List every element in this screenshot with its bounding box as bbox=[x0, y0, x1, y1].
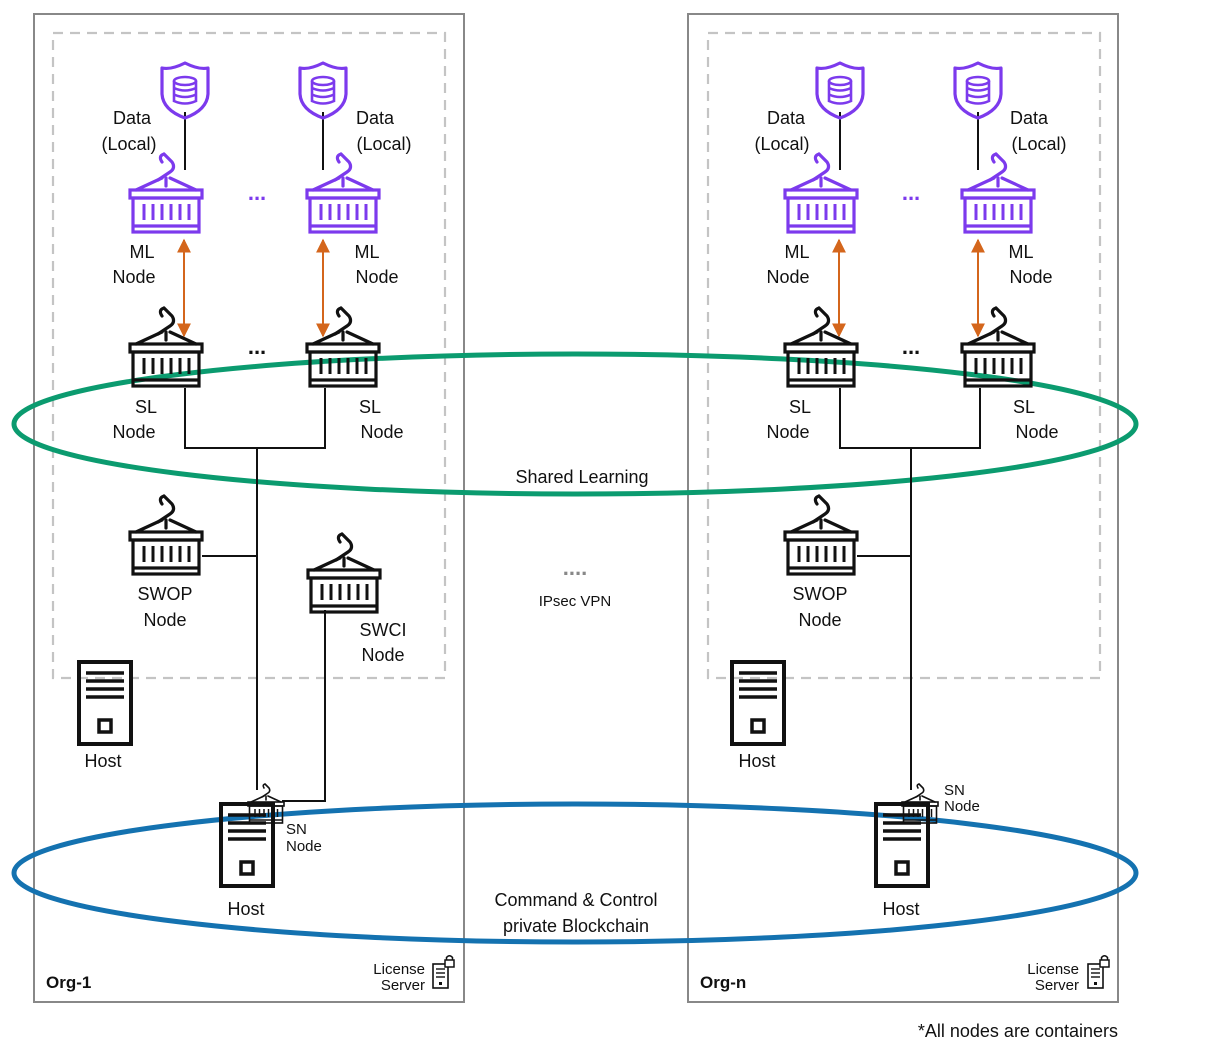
server-icon bbox=[77, 660, 133, 746]
host-label: Host bbox=[738, 751, 775, 771]
data-label: Data bbox=[356, 108, 395, 128]
swop-container-icon bbox=[783, 494, 859, 576]
ml-container-icon bbox=[128, 152, 204, 234]
data-label: (Local) bbox=[754, 134, 809, 154]
swci-node-label: SWCI bbox=[360, 620, 407, 640]
host-label: Host bbox=[84, 751, 121, 771]
data-label: (Local) bbox=[101, 134, 156, 154]
sl-container-icon bbox=[783, 306, 859, 388]
data-label: Data bbox=[113, 108, 152, 128]
vpn-dots: .... bbox=[563, 555, 587, 580]
ipsec-vpn-label: IPsec VPN bbox=[539, 593, 612, 610]
ml-node-label: ML bbox=[129, 242, 154, 262]
sn-node-label: Node bbox=[286, 838, 322, 855]
host-label: Host bbox=[882, 899, 919, 919]
command-control-ring bbox=[11, 801, 1139, 945]
ellipsis: ... bbox=[248, 334, 266, 359]
ml-node-label: ML bbox=[1008, 242, 1033, 262]
ml-container-icon bbox=[960, 152, 1036, 234]
server-icon bbox=[730, 660, 786, 746]
sl-node-label: Node bbox=[1015, 422, 1058, 442]
data-label: (Local) bbox=[1011, 134, 1066, 154]
host-label: Host bbox=[227, 899, 264, 919]
data-label: Data bbox=[1010, 108, 1049, 128]
org-n-boundary bbox=[687, 13, 1119, 1003]
ml-node-label: Node bbox=[355, 267, 398, 287]
swop-node-label: Node bbox=[143, 610, 186, 630]
ml-node-label: ML bbox=[784, 242, 809, 262]
sl-node-label: SL bbox=[789, 397, 811, 417]
ellipsis: ... bbox=[902, 334, 920, 359]
database-shield-icon bbox=[298, 61, 348, 120]
sn-node-label: Node bbox=[944, 798, 980, 815]
swci-container-icon bbox=[306, 532, 382, 614]
ml-node-label: Node bbox=[112, 267, 155, 287]
shared-learning-label: Shared Learning bbox=[515, 467, 648, 487]
license-server-label: Server bbox=[381, 977, 425, 994]
data-label: Data bbox=[767, 108, 806, 128]
sn-node-label: SN bbox=[944, 782, 965, 799]
license-server-icon bbox=[432, 954, 455, 989]
sl-node-label: Node bbox=[766, 422, 809, 442]
shared-learning-ring bbox=[11, 351, 1139, 497]
database-shield-icon bbox=[953, 61, 1003, 120]
org-1-boundary bbox=[33, 13, 465, 1003]
command-control-label: private Blockchain bbox=[503, 916, 649, 936]
command-control-label: Command & Control bbox=[494, 890, 657, 910]
sl-container-icon bbox=[305, 306, 381, 388]
org-name: Org-1 bbox=[46, 973, 91, 992]
sl-node-label: SL bbox=[1013, 397, 1035, 417]
org-name: Org-n bbox=[700, 973, 746, 992]
swci-node-label: Node bbox=[361, 645, 404, 665]
sn-node-label: SN bbox=[286, 821, 307, 838]
sl-node-label: Node bbox=[112, 422, 155, 442]
server-icon bbox=[874, 802, 930, 888]
license-server-icon bbox=[1087, 954, 1110, 989]
ml-container-icon bbox=[305, 152, 381, 234]
ml-node-label: ML bbox=[354, 242, 379, 262]
ellipsis: ... bbox=[248, 180, 266, 205]
footnote: *All nodes are containers bbox=[918, 1021, 1118, 1041]
database-shield-icon bbox=[160, 61, 210, 120]
sl-node-label: SL bbox=[359, 397, 381, 417]
data-label: (Local) bbox=[356, 134, 411, 154]
license-server-label: License bbox=[1027, 961, 1079, 978]
swop-container-icon bbox=[128, 494, 204, 576]
license-server-label: Server bbox=[1035, 977, 1079, 994]
license-server-label: License bbox=[373, 961, 425, 978]
database-shield-icon bbox=[815, 61, 865, 120]
server-icon bbox=[219, 802, 275, 888]
sl-node-label: Node bbox=[360, 422, 403, 442]
ml-node-label: Node bbox=[766, 267, 809, 287]
ml-container-icon bbox=[783, 152, 859, 234]
swop-node-label: SWOP bbox=[792, 584, 847, 604]
ml-node-label: Node bbox=[1009, 267, 1052, 287]
swop-node-label: SWOP bbox=[137, 584, 192, 604]
swop-node-label: Node bbox=[798, 610, 841, 630]
ellipsis: ... bbox=[902, 180, 920, 205]
sl-node-label: SL bbox=[135, 397, 157, 417]
